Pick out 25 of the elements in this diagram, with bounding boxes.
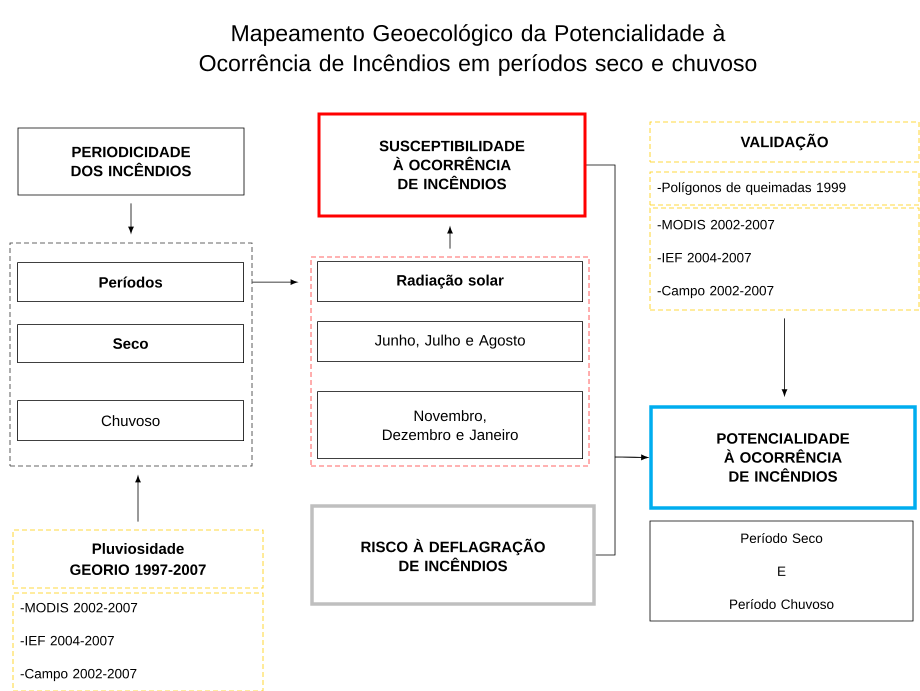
group-box — [10, 242, 252, 466]
arrow — [782, 318, 788, 396]
arrow — [135, 476, 141, 522]
process-box: Períodos — [17, 262, 244, 302]
heading-box: RISCO À DEFLAGRAÇÃO DE INCÊNDIOS — [310, 504, 596, 606]
list-box: -Polígonos de queimadas 1999 — [650, 172, 920, 206]
title-text: Mapeamento Geoecológico da Potencialidade à Ocorrência de Incêndios em períodos seco e chuvoso — [200, 24, 756, 76]
arrow — [447, 226, 453, 249]
process-box: Radiação solar — [317, 261, 583, 302]
process-box: Seco — [17, 324, 244, 363]
arrow — [252, 279, 298, 285]
process-box: Chuvoso — [17, 400, 244, 441]
result-box: POTENCIALIDADE À OCORRÊNCIA DE INCÊNDIOS — [649, 405, 917, 510]
process-box: Novembro, Dezembro e Janeiro — [317, 391, 583, 459]
heading-box: VALIDAÇÃO — [650, 122, 920, 162]
arrow — [128, 203, 134, 234]
list-box: -MODIS 2002-2007 -IEF 2004-2007 -Campo 2002-2007 — [650, 208, 920, 310]
heading-box: Pluviosidade GEORIO 1997-2007 — [12, 530, 264, 588]
process-box: Período Seco E Período Chuvoso — [650, 520, 914, 622]
list-box: -MODIS 2002-2007 -IEF 2004-2007 -Campo 2002-2007 — [12, 592, 264, 691]
heading-box: PERIODICIDADE DOS INCÊNDIOS — [18, 128, 244, 196]
group-box — [310, 256, 590, 466]
process-box: Junho, Julho e Agosto — [317, 321, 583, 362]
arrow — [595, 454, 648, 556]
heading-box: SUSCEPTIBILIDADE À OCORRÊNCIA DE INCÊNDIOS — [318, 112, 586, 218]
